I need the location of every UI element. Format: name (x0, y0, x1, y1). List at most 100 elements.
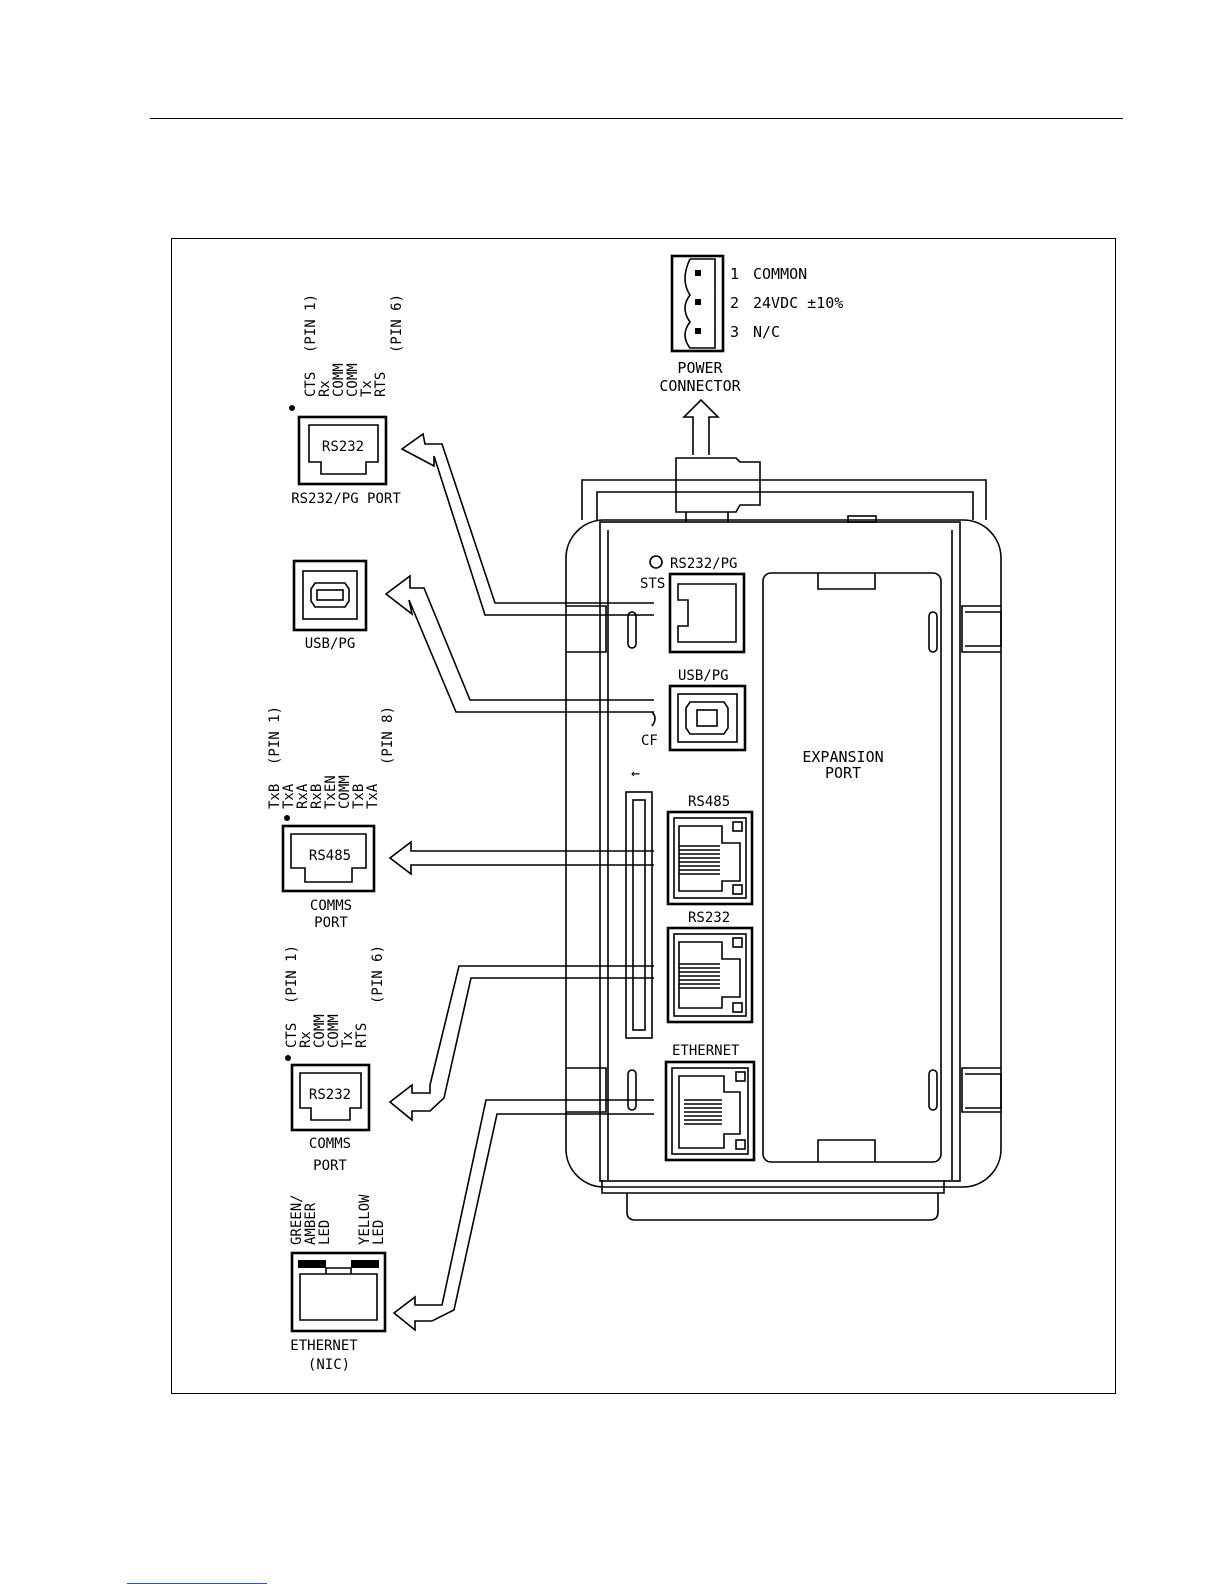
device-rs485-jack-outer (666, 810, 754, 906)
rs232comms-pin-1: CTS (284, 1023, 300, 1048)
power-connector-housing (670, 254, 725, 353)
device-rs485-contacts (679, 845, 720, 875)
power-pin-1-num: 1 (730, 265, 739, 283)
device-rs485-led-2 (732, 884, 743, 895)
ethernet-jack-outer (290, 1251, 387, 1333)
rs232pg-pin-5: Tx (359, 380, 375, 397)
power-pin-3-num: 3 (730, 323, 739, 341)
device-rs232-label: RS232 (688, 910, 730, 926)
green-amber-led-icon (298, 1260, 326, 1268)
rs232comms-jack-outer (290, 1063, 371, 1132)
rs232comms-pin-6: RTS (354, 1023, 370, 1048)
usbpg-jack-outer (292, 559, 368, 632)
device-sts-label: STS (640, 576, 665, 592)
rs232pg-jack-outer (297, 415, 388, 486)
rs232pg-jack-label: RS232 (322, 439, 364, 455)
usbpg-jack-tongue (316, 589, 344, 601)
rs485-pin-8: TxA (365, 783, 381, 809)
rs232pg-pin-last-note: (PIN 6) (389, 294, 405, 353)
pin1-dot-icon (289, 405, 295, 411)
figure-frame (171, 238, 1116, 1394)
rs232comms-caption-1: COMMS (309, 1136, 351, 1152)
rs232comms-callout-arrow-icon (388, 965, 654, 1122)
rs485-pin-3: RxA (295, 783, 311, 809)
sts-led-icon (649, 555, 663, 569)
rs485-pin-2: TxA (281, 783, 297, 809)
device-rs485-label: RS485 (688, 794, 730, 810)
device-usbpg-jack-mid (677, 693, 738, 743)
cf-card-slot-inner (632, 799, 646, 1031)
device-rs232-contacts (679, 963, 720, 989)
body-outer-shell (565, 519, 1002, 1188)
right-slot-bottom (928, 1069, 938, 1111)
device-rs232-jack-outer (666, 926, 754, 1024)
rs485-pin-7: TxB (351, 784, 367, 809)
device-rs232-jack-mid (673, 933, 747, 1017)
power-connector-title-2: CONNECTOR (659, 377, 741, 395)
right-latch-top (965, 611, 1002, 647)
usbpg-jack-inner (310, 582, 350, 608)
device-cf-label: CF (641, 733, 658, 749)
rs485-jack-label: RS485 (309, 848, 351, 864)
power-pin-1-label: COMMON (753, 265, 807, 283)
device-rs485-led-1 (732, 821, 743, 832)
power-pin-2-num: 2 (730, 294, 739, 312)
controller-body: STS RS232/PG USB/PG CF ← RS485 RS232 (565, 457, 1002, 1221)
led-left-line-2: AMBER (303, 1202, 319, 1245)
body-power-plug (675, 457, 761, 513)
power-pin-2-label: 24VDC ±10% (753, 294, 843, 312)
ethernet-led-left-labels: GREEN/ AMBER LED (289, 1194, 333, 1245)
expansion-bottom-notch (817, 1139, 876, 1162)
ethernet-caption-2: (NIC) (308, 1357, 350, 1373)
device-ethernet-led-1 (735, 1071, 746, 1082)
rs232comms-pin-last-note: (PIN 6) (370, 945, 386, 1004)
left-bracket-top (566, 605, 607, 653)
right-latch-bottom (965, 1073, 1002, 1109)
power-connector-plug (684, 258, 716, 349)
rs485-callout-arrow-icon (388, 840, 654, 876)
usbpg-caption: USB/PG (305, 636, 356, 652)
rs485-port-detail: TxB TxA RxA RxB TxEN COMM TxB TxA (PIN 1… (267, 706, 396, 931)
rs232pg-pin-first-note: (PIN 1) (303, 294, 319, 353)
rs232comms-pin-2: Rx (298, 1031, 314, 1048)
power-pin-2 (695, 299, 701, 305)
device-ethernet-jack-mid (671, 1067, 749, 1155)
cf-card-slot (625, 791, 653, 1039)
pin1-dot-icon (284, 815, 290, 821)
rs232comms-pin-5: Tx (340, 1031, 356, 1048)
rs485-pin-5: TxEN (323, 775, 339, 809)
device-rs232-led-2 (732, 1002, 743, 1013)
rs485-caption-1: COMMS (310, 898, 352, 914)
rs232pg-pin-labels: CTS Rx COMM COMM Tx RTS (PIN 1) (PIN 6) (303, 294, 405, 397)
power-pin-3 (695, 328, 701, 334)
rs485-pin-first-note: (PIN 1) (267, 706, 283, 765)
rs232pg-pin-3: COMM (331, 363, 347, 397)
cf-led-icon (651, 711, 656, 727)
ethernet-jack-inner (299, 1267, 378, 1321)
expansion-label-2: PORT (825, 764, 861, 782)
body-top-rib-inner (596, 491, 974, 520)
ethernet-caption-1: ETHERNET (290, 1338, 358, 1354)
rs232pg-callout-arrow-icon (400, 432, 654, 616)
device-usbpg-label: USB/PG (678, 668, 729, 684)
rs232comms-caption-2: PORT (313, 1158, 347, 1174)
ethernet-port-detail: GREEN/ AMBER LED YELLOW LED ETHERNET (NI… (289, 1194, 387, 1373)
rs232comms-pin-labels: CTS Rx COMM COMM Tx RTS (PIN 1) (PIN 6) (284, 945, 386, 1048)
left-slot-bottom (627, 1069, 637, 1111)
led-left-line-3: LED (317, 1220, 333, 1245)
device-rs232pg-jack-outer (668, 572, 746, 654)
rs232comms-port-detail: CTS Rx COMM COMM Tx RTS (PIN 1) (PIN 6) … (284, 945, 386, 1174)
rs485-pin-6: COMM (337, 775, 353, 809)
expansion-label-1: EXPANSION (802, 748, 883, 766)
header-rule (150, 118, 1123, 119)
rs485-pin-last-note: (PIN 8) (380, 706, 396, 765)
usbpg-port-detail: USB/PG (292, 559, 368, 652)
led-left-line-1: GREEN/ (289, 1194, 305, 1245)
device-ethernet-jack-outer (664, 1060, 756, 1162)
led-right-line-2: LED (371, 1220, 387, 1245)
device-usbpg-tongue (696, 709, 718, 727)
usbpg-jack-mid (302, 570, 358, 620)
rs485-caption-2: PORT (314, 915, 348, 931)
power-connector: 1 COMMON 2 24VDC ±10% 3 N/C POWER CONNEC… (659, 254, 843, 455)
rs232pg-pin-6: RTS (373, 372, 389, 397)
